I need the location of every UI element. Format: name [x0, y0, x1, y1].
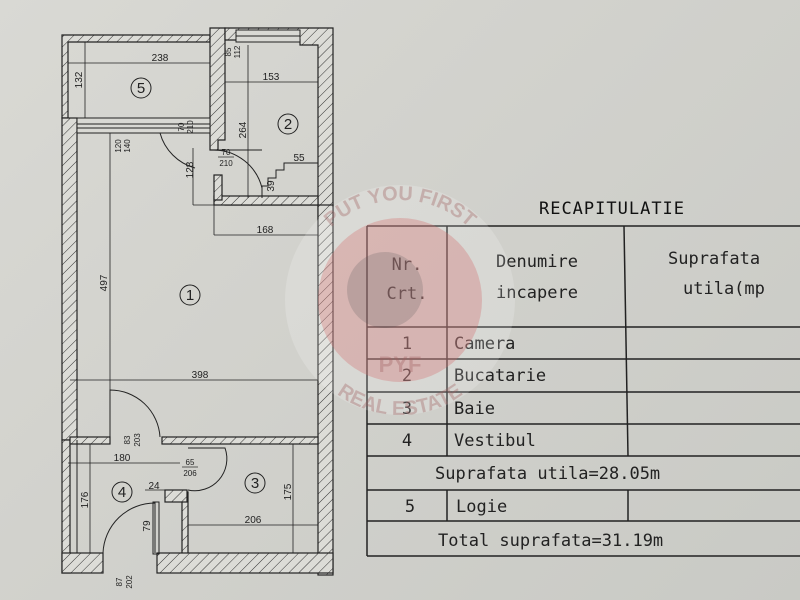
header-suprafata: Suprafata — [668, 249, 760, 269]
header-utila: utila(mp — [683, 279, 765, 299]
dim-label: 176 — [80, 491, 91, 508]
dim-label: 70 — [222, 148, 231, 157]
dim-label: 24 — [148, 481, 160, 492]
row-2-name: Bucatarie — [454, 366, 546, 386]
dim-label: 120 — [114, 139, 123, 153]
wall-5-2 — [209, 27, 226, 151]
dim-label: 153 — [263, 72, 280, 83]
room-5-number: 5 — [137, 80, 145, 97]
dim-label: 55 — [293, 153, 305, 164]
dim-label: 39 — [266, 180, 277, 192]
row-3-nr: 3 — [402, 399, 412, 419]
row-1-nr: 1 — [402, 334, 412, 354]
dim-label: 180 — [114, 453, 131, 464]
wall-4-3-stub — [164, 489, 188, 503]
wall-bottom-left — [61, 552, 104, 574]
dim-label: 168 — [257, 225, 274, 236]
dimension-lines — [68, 42, 318, 553]
dim-label: 85 — [224, 47, 233, 56]
dim-label: 83 — [123, 435, 132, 444]
wall-2-left — [213, 174, 223, 201]
room-numbers: 1 2 3 4 5 — [111, 77, 299, 503]
dim-label: 65 — [186, 458, 195, 467]
row-4-nr: 4 — [402, 431, 412, 451]
dim-label: 264 — [238, 121, 249, 138]
room-3-number: 3 — [251, 475, 259, 492]
room-1-number: 1 — [186, 287, 194, 304]
dim-label: 203 — [133, 433, 142, 447]
recap-table: RECAPITULATIE Nr. Crt. Denumire incapere… — [366, 199, 800, 557]
row-3-name: Baie — [454, 399, 495, 419]
dim-label: 70 — [177, 122, 186, 131]
door-swing-kitchen — [213, 149, 263, 189]
dim-label: 497 — [99, 274, 110, 291]
wall-right — [317, 204, 334, 576]
stairs-kitchen — [261, 162, 318, 198]
dim-label: 238 — [152, 53, 169, 64]
header-denumire: Denumire — [496, 252, 578, 272]
wall-bottom-right — [156, 552, 334, 574]
watermark-logo: PYF PUT YOU FIRST REAL ESTATE — [285, 183, 515, 420]
dim-label: 210 — [186, 120, 195, 134]
svg-text:PYF: PYF — [379, 352, 422, 377]
row-1-name: Camera — [454, 334, 515, 354]
dimension-labels: 238 132 85 112 153 264 70 210 120 140 70… — [74, 45, 305, 589]
row-5-name: Logie — [456, 497, 507, 517]
wall-partition-2 — [161, 436, 319, 445]
table-title: RECAPITULATIE — [539, 199, 685, 219]
dim-label: 87 — [115, 577, 124, 586]
door-swing-bath — [187, 447, 228, 492]
door-swing-entry — [102, 502, 156, 554]
coat-niche — [152, 501, 160, 555]
dim-label: 210 — [219, 159, 233, 168]
header-nr: Nr. — [392, 255, 423, 275]
header-incapere: incapere — [496, 283, 578, 303]
dim-label: 206 — [183, 469, 197, 478]
dim-label: 128 — [185, 161, 196, 178]
row-2-nr: 2 — [402, 366, 412, 386]
dim-label: 112 — [233, 45, 242, 58]
wall-room2-bottom — [213, 195, 319, 206]
room-4-number: 4 — [118, 484, 126, 501]
header-crt: Crt. — [387, 284, 428, 304]
dim-label: 132 — [74, 71, 85, 88]
dim-label: 206 — [245, 515, 262, 526]
door-swing-room1 — [109, 389, 161, 438]
total-row: Total suprafata=31.19m — [438, 531, 663, 551]
room-2-number: 2 — [284, 116, 292, 133]
row-5-nr: 5 — [405, 497, 415, 517]
dim-label: 175 — [283, 483, 294, 500]
dim-label: 140 — [123, 139, 132, 153]
walls — [61, 27, 334, 576]
wall-left — [61, 117, 78, 441]
openings — [70, 29, 318, 555]
dim-label: 79 — [142, 520, 153, 532]
subtotal-row: Suprafata utila=28.05m — [435, 464, 660, 484]
dim-label: 398 — [192, 370, 209, 381]
door-swing-balcony — [159, 132, 196, 169]
wall-partition — [69, 436, 111, 445]
dim-label: 202 — [125, 575, 134, 589]
row-4-name: Vestibul — [454, 431, 536, 451]
